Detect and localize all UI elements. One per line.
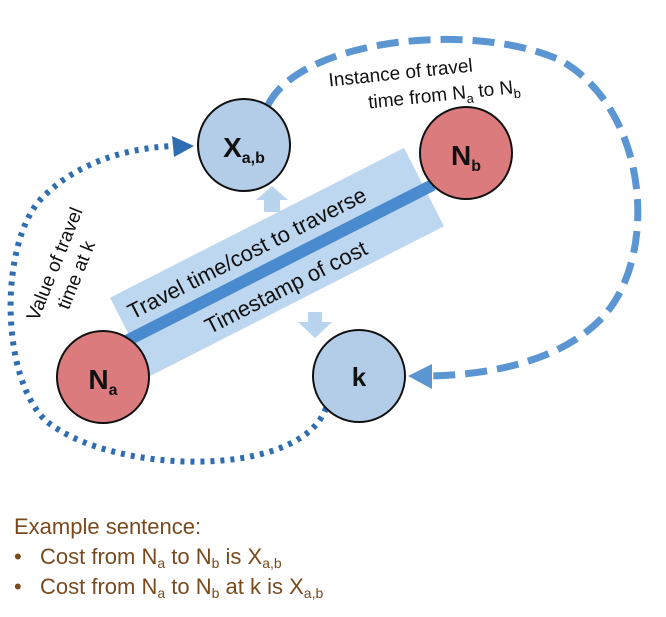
caption-line2-p1: Cost from N xyxy=(40,574,158,599)
caption-heading: Example sentence: xyxy=(14,514,202,539)
connector-arrow-up xyxy=(256,186,288,212)
bullet: • xyxy=(14,544,22,569)
caption-line1-p2: to N xyxy=(165,544,212,569)
node-k: k xyxy=(312,329,406,423)
svg-text:Nb: Nb xyxy=(451,140,481,175)
node-nb-main: N xyxy=(451,140,471,171)
caption-line-1: • Cost from Na to Nb is Xa,b xyxy=(14,542,323,572)
caption-line1-s1: a xyxy=(157,555,166,571)
bullet: • xyxy=(14,574,22,599)
caption-line2-p2: to N xyxy=(165,574,212,599)
example-caption: Example sentence: •Cost from Na to Nb is… xyxy=(14,512,323,602)
connector-arrow-down xyxy=(298,312,332,338)
caption-line2-s3: a,b xyxy=(303,585,324,601)
caption-line2-s1: a xyxy=(157,585,166,601)
node-nb: Nb xyxy=(419,106,513,200)
node-xab-sub: a,b xyxy=(242,150,265,167)
dotted-arrowhead xyxy=(172,136,194,157)
node-na-main: N xyxy=(88,364,108,395)
node-xab-main: X xyxy=(223,132,242,163)
caption-line1-s3: a,b xyxy=(262,555,282,571)
caption-line-2: • Cost from Na to Nb at k is Xa,b xyxy=(14,572,323,602)
caption-line2-p3: at k is X xyxy=(219,574,304,599)
diagram-canvas: Travel time/cost to traverse Timestamp o… xyxy=(7,35,642,465)
dashed-relation-curve xyxy=(264,35,642,380)
svg-text:Xa,b: Xa,b xyxy=(223,132,265,167)
node-na: Na xyxy=(56,330,150,424)
node-nb-sub: b xyxy=(471,158,481,175)
caption-line2-s2: b xyxy=(211,585,220,601)
instance-label-mid: to N xyxy=(472,77,514,102)
node-na-sub: a xyxy=(109,382,118,399)
svg-text:Value of travel time at k: Value of travel time at k xyxy=(23,200,112,333)
caption-line1-p3: is X xyxy=(219,544,263,569)
svg-text:k: k xyxy=(352,362,367,392)
instance-label-sub-b: b xyxy=(513,86,522,102)
instance-label-sub-a: a xyxy=(466,90,476,106)
edge-na-nb xyxy=(122,179,436,347)
node-k-main: k xyxy=(352,362,367,392)
dashed-arrowhead xyxy=(408,364,432,389)
caption-line1-s2: b xyxy=(211,555,220,571)
dotted-relation-curve xyxy=(7,143,329,465)
node-xab: Xa,b xyxy=(197,98,291,192)
svg-text:Na: Na xyxy=(88,364,117,399)
caption-line1-p1: Cost from N xyxy=(40,544,158,569)
